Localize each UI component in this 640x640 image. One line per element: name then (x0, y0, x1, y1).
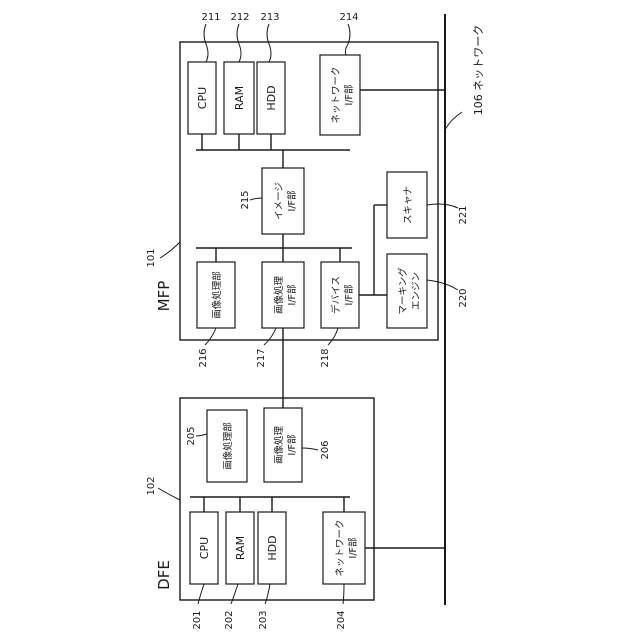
mfp-hdd-ref: 213 (260, 12, 279, 23)
mfp-image-proc-label: 画像処理部 (211, 271, 223, 319)
dfe-hdd-label: HDD (266, 535, 279, 560)
mfp-ram-label: RAM (233, 86, 246, 110)
mfp-cpu-label: CPU (196, 87, 209, 109)
mfp-cpu-ref: 211 (201, 12, 220, 23)
mfp-ref: 101 (146, 248, 157, 267)
dfe-ref: 102 (146, 476, 157, 495)
dfe-image-proc-if-ref: 206 (320, 440, 331, 459)
mfp-device-if-label1: デバイス (330, 276, 342, 314)
network-label: 106 ネットワーク (472, 25, 485, 116)
network-leader (445, 112, 462, 130)
dfe-ram-label: RAM (234, 536, 247, 560)
mfp-image-if-label2: I/F部 (286, 191, 298, 212)
mfp-network-if-label1: ネットワーク (331, 66, 342, 123)
mfp-image-proc-if-label2: I/F部 (286, 285, 298, 306)
mfp-hdd-label: HDD (265, 85, 278, 110)
dfe-network-if-label1: ネットワーク (335, 519, 346, 576)
dfe-image-proc-ref: 205 (186, 426, 197, 445)
dfe-title: DFE (155, 560, 173, 590)
dfe-cpu-ref: 201 (192, 610, 203, 629)
dfe-hdd-ref: 203 (258, 610, 269, 629)
mfp-image-proc-if-ref: 217 (256, 348, 267, 367)
mfp-network-if-label2: I/F部 (343, 85, 355, 106)
mfp-ref-leader (160, 242, 180, 258)
mfp-image-proc-ref: 216 (198, 348, 209, 367)
mfp-ram-ref: 212 (230, 12, 249, 23)
mfp-scanner-label: スキャナ (403, 186, 414, 224)
mfp-scanner-ref: 221 (458, 205, 469, 224)
mfp-image-proc-if-label1: 画像処理 (273, 276, 285, 315)
mfp-marking-engine-label2: エンジン (411, 272, 422, 310)
dfe-network-if-ref: 204 (336, 610, 347, 629)
mfp-marking-engine-ref: 220 (458, 288, 469, 307)
mfp-image-if-ref: 215 (240, 190, 251, 209)
dfe-image-proc-label: 画像処理部 (222, 422, 234, 470)
mfp-network-if-ref: 214 (339, 12, 358, 23)
mfp-marking-engine-label1: マーキング (397, 267, 409, 315)
mfp-title: MFP (155, 281, 173, 312)
dfe-network-if-label2: I/F部 (347, 538, 359, 559)
mfp-device-if-ref: 218 (320, 348, 331, 367)
dfe-image-proc-if-label1: 画像処理 (273, 426, 285, 465)
mfp-device-if-label2: I/F部 (343, 285, 355, 306)
mfp-image-if-label1: イメージ (274, 182, 285, 220)
dfe-image-proc-if-label2: I/F部 (286, 435, 298, 456)
dfe-ram-ref: 202 (224, 610, 235, 629)
dfe-ref-leader (158, 488, 180, 500)
dfe-cpu-label: CPU (198, 537, 211, 559)
